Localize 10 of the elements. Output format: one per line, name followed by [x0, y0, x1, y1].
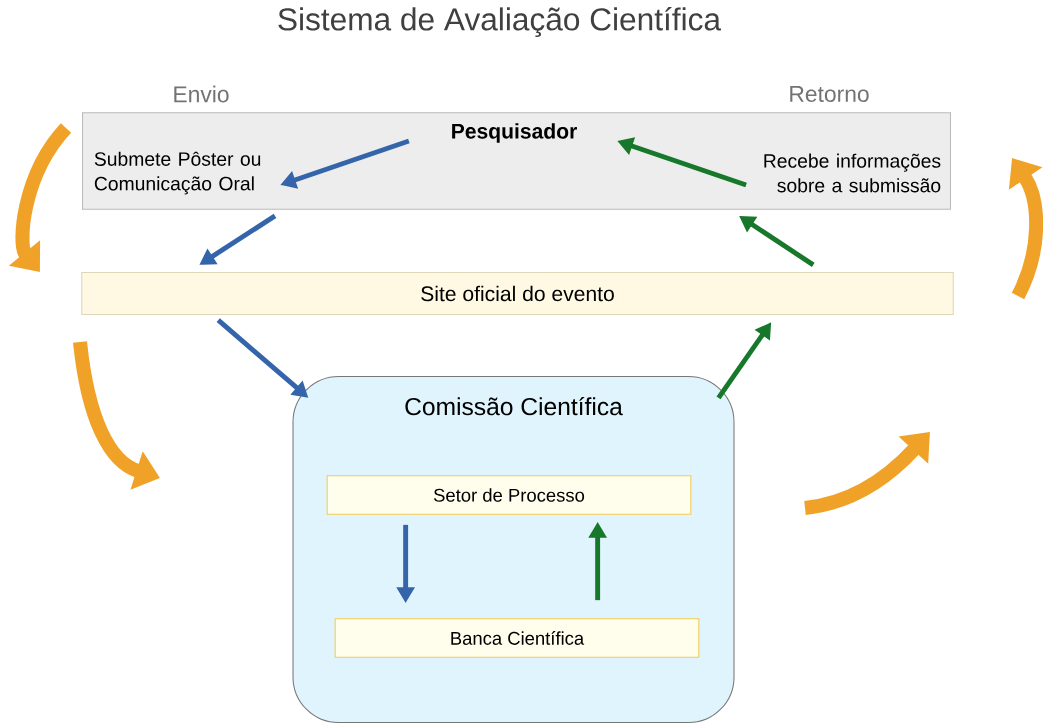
column-label: Retorno [790, 86, 869, 102]
title: Sistema de Avaliação Científica [278, 7, 721, 37]
step-text: Submete Pôster ou Comunicação Oral [94, 151, 261, 195]
participant-box [82, 112, 951, 210]
process-box: Banca Científica [334, 618, 700, 658]
website-bar: Site oficial do evento [81, 271, 954, 316]
column-label: Envio [174, 85, 229, 103]
step-text: Recebe informações sobre a submissão [764, 153, 941, 193]
participant-heading: Pesquisador [452, 123, 577, 143]
process-box: Setor de Processo [326, 475, 692, 515]
